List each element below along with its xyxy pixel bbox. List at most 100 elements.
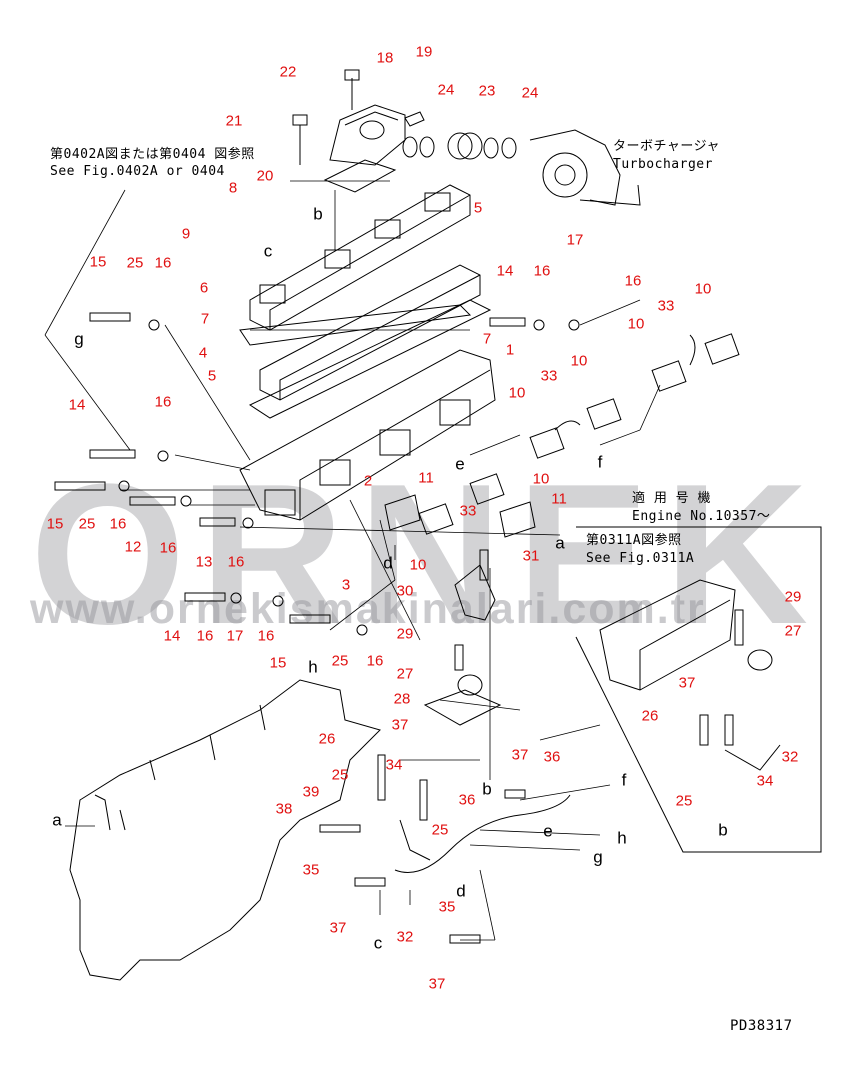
connection-letter: b xyxy=(313,204,323,224)
part-callout: 36 xyxy=(458,791,476,809)
part-callout: 16 xyxy=(109,515,127,533)
bolts xyxy=(54,312,744,944)
connection-letter: d xyxy=(383,553,393,573)
engine-block xyxy=(69,679,381,981)
part-callout: 26 xyxy=(641,707,659,725)
part-callout: 38 xyxy=(275,800,293,818)
part-callout: 20 xyxy=(256,167,274,185)
part-callout: 10 xyxy=(694,280,712,298)
plate-28 xyxy=(423,674,502,726)
part-callout: 36 xyxy=(543,748,561,766)
ref-note-top-jp: 第0402A図または第0404 図参照 xyxy=(50,147,255,162)
part-callout: 37 xyxy=(391,716,409,734)
bracket-30 xyxy=(454,564,496,621)
part-callout: 16 xyxy=(624,272,642,290)
part-callout: 2 xyxy=(363,472,373,490)
ref-note-box-jp: 第0311A図参照 xyxy=(586,533,682,548)
ref-note-box-en: See Fig.0311A xyxy=(586,551,695,566)
connection-letter: b xyxy=(718,820,728,840)
connection-letter: h xyxy=(617,828,627,848)
part-callout: 26 xyxy=(318,730,336,748)
engine-applicability-jp: 適 用 号 機 xyxy=(632,491,711,506)
part-callout: 12 xyxy=(124,538,142,556)
part-callout: 13 xyxy=(195,553,213,571)
engine-applicability-en: Engine No.10357～ xyxy=(632,509,771,524)
part-callout: 25 xyxy=(331,766,349,784)
part-callout: 35 xyxy=(302,861,320,879)
part-callout: 10 xyxy=(532,470,550,488)
part-callout: 17 xyxy=(566,231,584,249)
ref-note-top-en: See Fig.0402A or 0404 xyxy=(50,164,225,179)
drawing-code: PD38317 xyxy=(730,1018,793,1034)
part-callout: 7 xyxy=(482,330,492,348)
part-callout: 16 xyxy=(196,627,214,645)
part-callout: 10 xyxy=(409,556,427,574)
part-callout: 15 xyxy=(269,654,287,672)
part-callout: 24 xyxy=(437,81,455,99)
part-callout: 25 xyxy=(431,821,449,839)
part-callout: 15 xyxy=(46,515,64,533)
turbocharger xyxy=(529,129,641,206)
part-callout: 31 xyxy=(522,547,540,565)
part-callout: 16 xyxy=(227,553,245,571)
part-callout: 28 xyxy=(393,690,411,708)
connection-letter: a xyxy=(555,533,565,553)
heaters xyxy=(384,333,740,538)
gasket-lower xyxy=(248,299,492,419)
upper-manifold-6 xyxy=(249,184,471,331)
connection-letter: e xyxy=(543,821,553,841)
gasket-7 xyxy=(239,304,472,346)
part-callout: 14 xyxy=(68,396,86,414)
part-callout: 29 xyxy=(784,588,802,606)
part-callout: 14 xyxy=(163,627,181,645)
part-callout: 16 xyxy=(154,393,172,411)
part-callout: 25 xyxy=(126,254,144,272)
part-callout: 17 xyxy=(226,627,244,645)
part-callout: 34 xyxy=(385,756,403,774)
part-callout: 16 xyxy=(366,652,384,670)
part-callout: 25 xyxy=(331,652,349,670)
part-callout: 25 xyxy=(675,792,693,810)
watermark-url: www.ornekismakinalari.com.tr xyxy=(30,585,706,633)
part-callout: 27 xyxy=(784,622,802,640)
connection-letter: c xyxy=(263,241,273,261)
part-callout: 6 xyxy=(199,279,209,297)
part-callout: 33 xyxy=(657,297,675,315)
exhaust-manifold-1 xyxy=(239,349,496,521)
connection-letter: f xyxy=(621,770,627,790)
part-callout: 37 xyxy=(329,919,347,937)
part-callout: 9 xyxy=(181,225,191,243)
leader-lines xyxy=(44,180,661,941)
part-callout: 35 xyxy=(438,898,456,916)
part-callout: 30 xyxy=(396,582,414,600)
part-callout: 25 xyxy=(78,515,96,533)
part-callout: 23 xyxy=(478,82,496,100)
part-callout: 10 xyxy=(508,384,526,402)
part-callout: 1 xyxy=(505,341,515,359)
connection-letter: b xyxy=(482,779,492,799)
part-callout: 11 xyxy=(418,469,434,487)
part-callout: 10 xyxy=(570,352,588,370)
part-callout: 18 xyxy=(376,49,394,67)
part-callout: 3 xyxy=(341,576,351,594)
part-callout: 11 xyxy=(551,490,567,508)
part-callout: 4 xyxy=(198,344,208,362)
part-callout: 33 xyxy=(540,367,558,385)
o-rings-hoses xyxy=(402,132,517,160)
gasket-20 xyxy=(323,159,397,193)
part-callout: 37 xyxy=(511,746,529,764)
washers xyxy=(118,319,580,636)
part-callout: 22 xyxy=(279,63,297,81)
connection-letter: g xyxy=(74,329,84,349)
part-callout: 16 xyxy=(159,539,177,557)
part-callout: 5 xyxy=(473,199,483,217)
turbo-label-en: Turbocharger xyxy=(613,157,713,172)
connection-letter: d xyxy=(456,881,466,901)
part-callout: 5 xyxy=(207,367,217,385)
watermark-brand: ORNEK xyxy=(30,443,823,666)
part-callout: 7 xyxy=(200,310,210,328)
part-callout: 16 xyxy=(533,262,551,280)
part-callout: 33 xyxy=(459,502,477,520)
part-callout: 27 xyxy=(396,665,414,683)
